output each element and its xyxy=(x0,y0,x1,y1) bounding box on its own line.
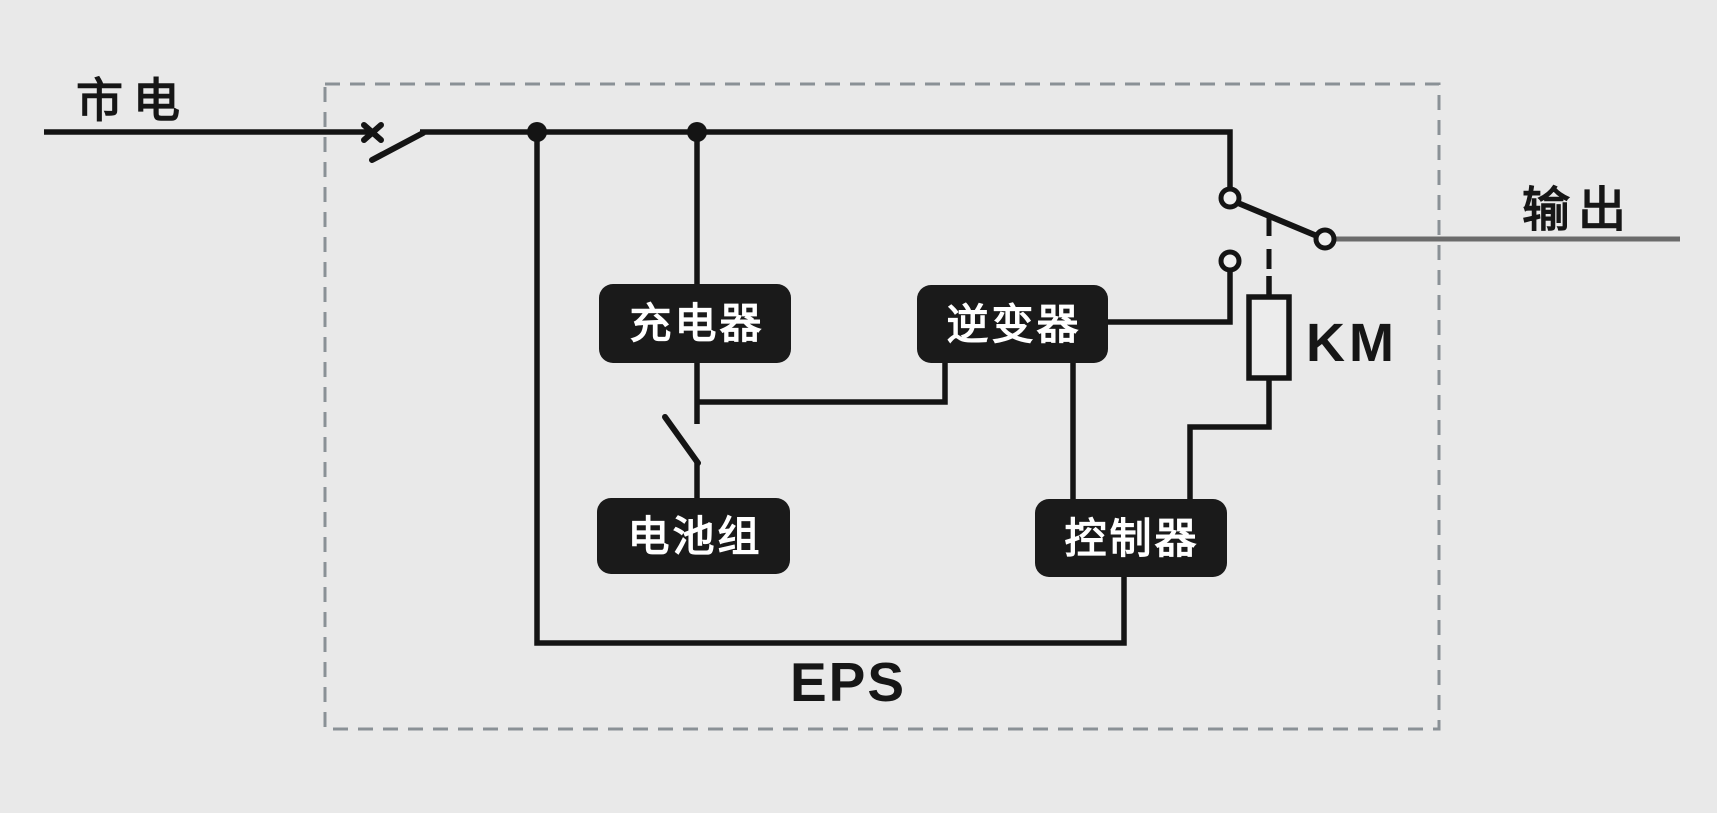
junction-dot-left xyxy=(527,122,547,142)
mains-label: 市电 xyxy=(76,74,190,127)
transfer-contact-mains xyxy=(1218,186,1242,210)
transfer-switch-blade-icon xyxy=(1235,200,1320,239)
transfer-contact-inverter xyxy=(1218,249,1242,273)
battery-block-rect xyxy=(597,498,790,574)
wire-km-to-controller xyxy=(1187,378,1272,500)
inverter-block-label: 逆变器 xyxy=(946,301,1081,348)
charger-block-rect xyxy=(599,284,791,363)
battery-switch-blade-icon xyxy=(662,414,701,466)
km-contactor-coil-symbol xyxy=(1246,294,1292,381)
entry-switch-contact-mark-icon xyxy=(361,122,384,143)
wire-bottom-bus xyxy=(534,132,1127,646)
inverter-block: 逆变器 xyxy=(917,285,1108,363)
inverter-block-rect xyxy=(917,285,1108,363)
junction-dot-charger-feed xyxy=(687,122,707,142)
wire-charger-to-inverter xyxy=(697,362,948,405)
charger-block-label: 充电器 xyxy=(629,300,764,347)
output-label: 输出 xyxy=(1522,184,1634,237)
wire-inverter-output xyxy=(1108,270,1233,325)
charger-block: 充电器 xyxy=(599,284,791,363)
entry-switch-blade-icon xyxy=(369,130,426,163)
battery-block: 电池组 xyxy=(597,498,790,574)
controller-block-label: 控制器 xyxy=(1064,515,1199,562)
controller-block: 控制器 xyxy=(1035,499,1227,577)
controller-block-rect xyxy=(1035,499,1227,577)
eps-system-label: EPS xyxy=(790,651,906,713)
km-contactor-label: KM xyxy=(1306,313,1398,373)
transfer-contact-output xyxy=(1313,227,1337,251)
battery-block-label: 电池组 xyxy=(627,513,762,560)
eps-enclosure-border xyxy=(323,82,1441,731)
